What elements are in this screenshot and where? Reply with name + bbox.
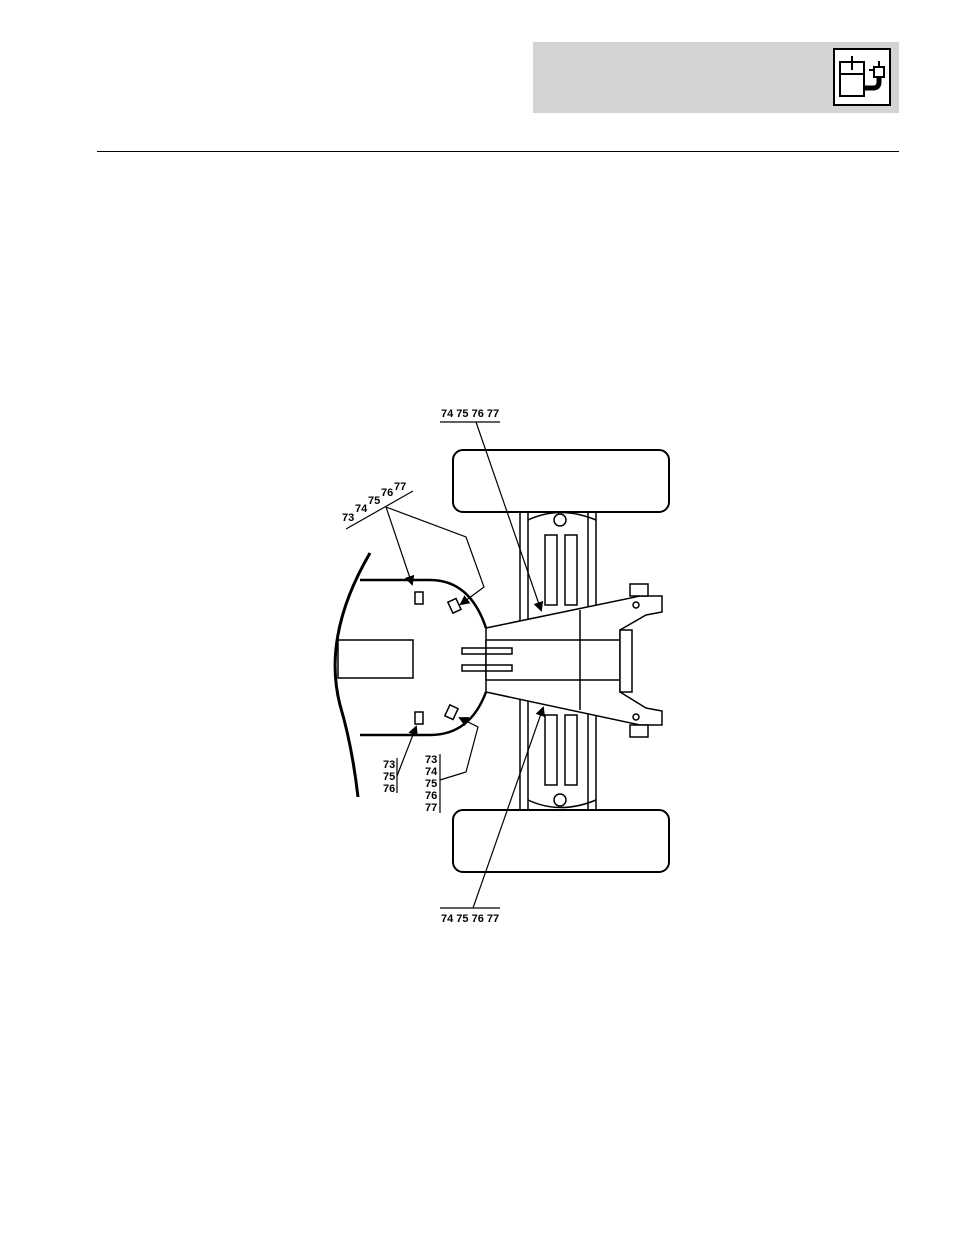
callout-label: 73 [342, 512, 354, 524]
callout-label: 75 [368, 495, 380, 507]
axle-yoke [486, 584, 662, 737]
callout-label: 74 [425, 766, 438, 778]
callout-label: 73 [383, 759, 395, 771]
lower-wheel [453, 810, 669, 872]
callout-lower-left-a: 73 75 76 [383, 727, 416, 795]
callout-label: 75 [425, 778, 437, 790]
callout-label: 74 [355, 503, 368, 515]
callout-label: 76 [425, 790, 437, 802]
upper-wheel [453, 450, 669, 512]
callout-label: 74 75 76 77 [441, 408, 499, 420]
callout-label: 75 [383, 771, 395, 783]
callout-label: 76 [383, 783, 395, 795]
callout-label: 73 [425, 754, 437, 766]
callout-label: 77 [394, 481, 406, 493]
callout-label: 74 75 76 77 [441, 913, 499, 925]
callout-label: 77 [425, 802, 437, 814]
callout-label: 76 [381, 487, 393, 499]
